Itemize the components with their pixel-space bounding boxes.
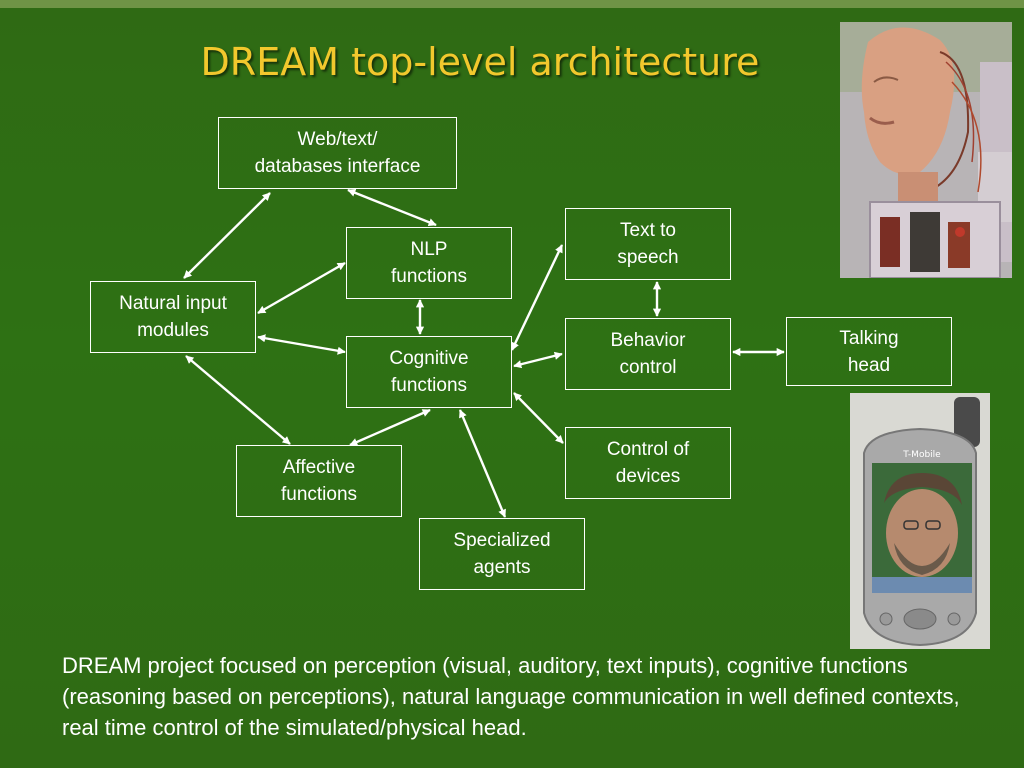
node-label-line: Talking: [839, 327, 899, 349]
arrow-natural-nlp: [257, 261, 346, 315]
arrow-web-nlp: [347, 188, 437, 227]
node-label-line: Text to: [620, 220, 676, 241]
node-label-line: Web/text/: [297, 129, 378, 150]
node-label-line: Natural input: [119, 293, 227, 314]
node-label-line: databases interface: [254, 156, 421, 177]
node-label-line: agents: [473, 557, 531, 578]
arrow-natural-affective: [185, 355, 291, 445]
node-label-line: functions: [390, 375, 468, 396]
arrow-cognitive-behavior: [513, 351, 563, 369]
arrow-cognitive-devices: [513, 392, 564, 444]
node-label-line: Behavior: [610, 330, 686, 351]
robot-head-image: [840, 22, 1012, 278]
node-label-line: Cognitive: [389, 348, 469, 369]
top-accent-bar: [0, 0, 1024, 8]
arrow-web-natural: [183, 192, 271, 279]
node-behavior-control: Behavior control: [565, 318, 731, 390]
node-label-line: devices: [615, 466, 681, 487]
node-label-line: modules: [137, 320, 209, 341]
node-label-line: control: [619, 357, 677, 378]
slide-title: DREAM top-level architecture: [200, 40, 760, 84]
pocket-pc-phone-photo: T-Mobile: [850, 393, 990, 649]
node-affective-functions: Affective functions: [236, 445, 402, 517]
node-natural-input-modules: Natural input modules: [90, 281, 256, 353]
node-control-of-devices: Control of devices: [565, 427, 731, 499]
node-text-to-speech: Text to speech: [565, 208, 731, 280]
node-label-line: speech: [617, 247, 679, 268]
pocket-pc-phone-image: T-Mobile: [850, 393, 990, 649]
arrow-cognitive-tts: [510, 244, 564, 351]
node-web-databases-interface: Web/text/databases interface: [218, 117, 457, 189]
node-specialized-agents: Specialized agents: [419, 518, 585, 590]
arrow-natural-cognitive: [257, 334, 346, 355]
node-nlp-functions: NLP functions: [346, 227, 512, 299]
node-talking-head: Talking head: [786, 317, 952, 386]
arrow-cognitive-affective: [349, 408, 431, 447]
node-label-line: head: [847, 354, 891, 376]
node-label-line: NLP: [410, 239, 448, 260]
node-label-line: functions: [390, 266, 468, 287]
arrow-cognitive-specialized: [458, 409, 507, 518]
node-cognitive-functions: Cognitive functions: [346, 336, 512, 408]
phone-brand-label: T-Mobile: [902, 450, 941, 460]
node-label-line: Specialized: [453, 530, 551, 551]
node-label-line: Affective: [282, 457, 356, 478]
node-label-line: Control of: [606, 439, 690, 460]
node-label-line: functions: [280, 484, 358, 505]
slide-caption: DREAM project focused on perception (vis…: [62, 653, 960, 740]
robot-head-photo: [840, 22, 1012, 278]
